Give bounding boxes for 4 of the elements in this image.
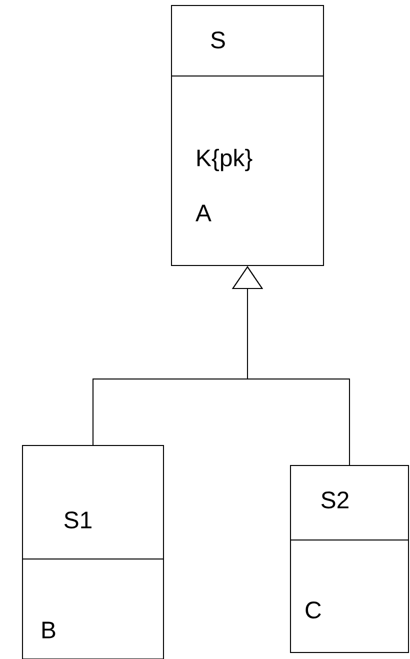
- class-box: S1 B: [22, 445, 164, 659]
- class-box: S K{pk} A: [170, 5, 324, 266]
- class-box: S2 C: [290, 465, 409, 653]
- inheritance-arrow: [232, 266, 350, 466]
